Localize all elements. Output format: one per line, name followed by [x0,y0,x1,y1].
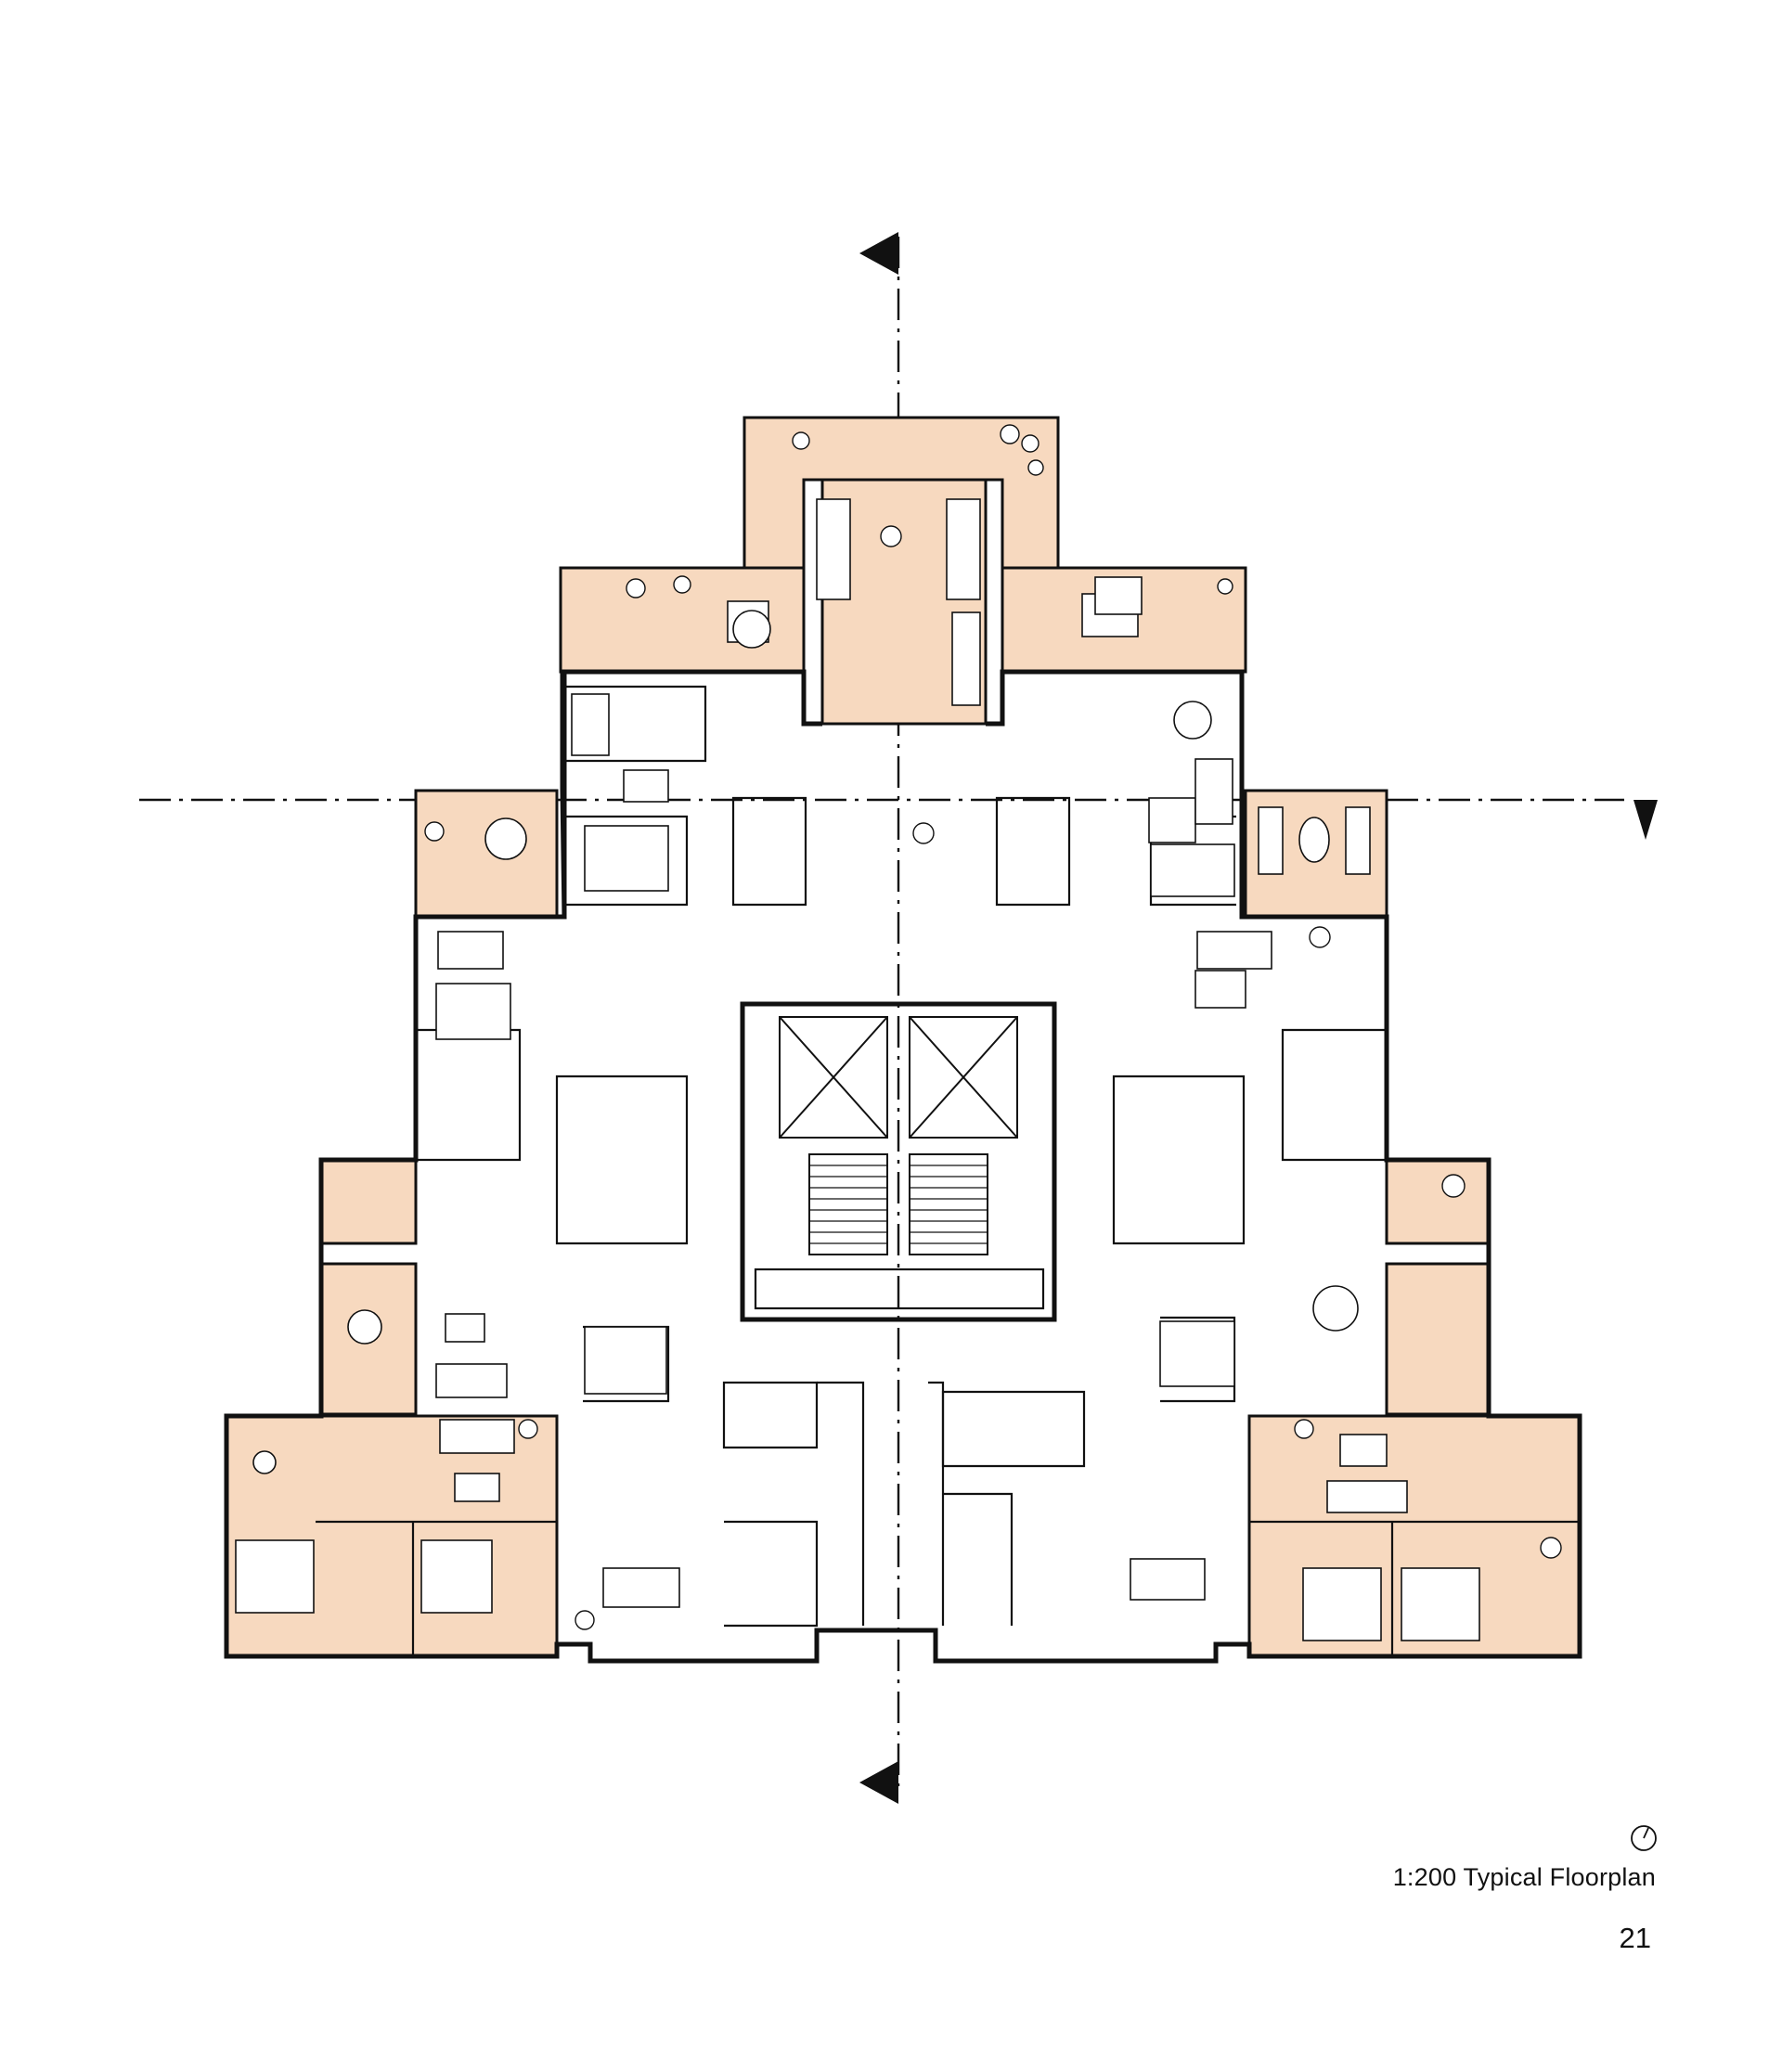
plants [424,424,1562,1630]
bottom-left-bath [722,1381,819,1449]
central-core [740,1001,1057,1322]
section-marker-right-icon [1634,800,1658,840]
bottom-corridor [817,1381,945,1626]
sofa [1194,758,1233,825]
upper-right-bath [995,796,1071,907]
bottom-right-kitchen [943,1492,1014,1626]
table [1339,1434,1388,1467]
upper-right-unit [986,669,1242,727]
sofa [439,1419,515,1454]
bottom-left-unit-split [316,1520,557,1656]
round-table [1173,701,1212,740]
scale-caption: 1:200 Typical Floorplan [1392,1863,1656,1891]
balcony-right-upper [1385,1158,1491,1245]
building-outline [224,669,1582,1664]
balcony-left-upper [319,1158,418,1245]
plant-icon [626,578,646,598]
furniture [235,498,1480,1641]
round-table [347,1309,382,1345]
bed [1401,1567,1480,1641]
table [1094,576,1143,615]
sofa [1258,806,1284,875]
bed [1150,843,1235,897]
stair-right [909,1153,988,1255]
upper-left-unit [564,669,822,727]
table [1148,797,1196,843]
core-lobby-strip [754,1268,1045,1310]
plant-icon [424,821,445,842]
north-arrow-icon [1631,1825,1657,1851]
exterior-walls [224,669,1582,1664]
sofa [435,1363,508,1398]
table [1194,970,1246,1009]
plant-icon [1021,434,1040,453]
bed [235,1539,315,1614]
bath-fixture [1298,817,1330,863]
table [445,1313,485,1343]
upper-left-bath [731,796,807,907]
stair-treads [809,1165,988,1244]
sofa [1326,1480,1408,1513]
left-unit-bath [555,1075,689,1245]
right-unit-division [1281,1028,1387,1162]
core-outline [740,1001,1057,1322]
bottom-right-unit-split [1249,1520,1580,1656]
section-marker-top-icon [859,232,898,275]
right-unit-bath [1112,1075,1246,1245]
sofa [437,931,504,970]
section-marker-bottom-icon [859,1761,898,1804]
round-table [732,610,771,649]
plant-icon [912,822,935,844]
upper-left-living [566,685,707,763]
balconies [225,416,1582,1658]
sofa [1196,931,1272,970]
stair-left [808,1153,888,1255]
plant-icon [880,525,902,547]
plant-icon [575,1610,595,1630]
bed [420,1539,493,1614]
sofa [816,498,851,600]
bed [584,1326,667,1395]
bed [435,983,511,1040]
sofa [1345,806,1371,875]
bottom-left-kitchen [724,1520,819,1628]
round-table [1312,1285,1359,1332]
lift-left-x2 [779,1016,888,1139]
bed [1302,1567,1382,1641]
left-unit-division [416,1028,522,1162]
plant-icon [1294,1419,1314,1439]
plant-icon [1540,1537,1562,1559]
lift-left [779,1016,888,1139]
table [454,1473,500,1502]
balcony-right-lower [1385,1262,1491,1416]
plant-icon [1000,424,1020,444]
dining-table [1130,1558,1206,1601]
plant-icon [1217,578,1233,595]
upper-left-wall [562,669,567,917]
page-number: 21 [1619,1922,1651,1954]
upper-left-bedroom [566,815,689,907]
interior-walls [316,685,1580,1656]
plant-icon [1027,459,1044,476]
lift-right [909,1016,1018,1139]
plant-icon [1441,1174,1466,1198]
balcony-mid-left [414,789,559,919]
bottom-right-bath [941,1390,1086,1468]
dining-table [602,1567,680,1608]
round-table [484,817,527,860]
plant-icon [792,431,810,450]
table [623,769,669,803]
plant-icon [518,1419,538,1439]
round-table [252,1450,277,1474]
sofa [946,498,981,600]
lift-right-x2 [909,1016,1018,1139]
plant-icon [1309,926,1331,948]
bed [584,825,669,892]
kitchen-counter [951,611,981,706]
bed [1159,1320,1235,1387]
plant-icon [673,575,691,594]
sofa [571,693,610,756]
